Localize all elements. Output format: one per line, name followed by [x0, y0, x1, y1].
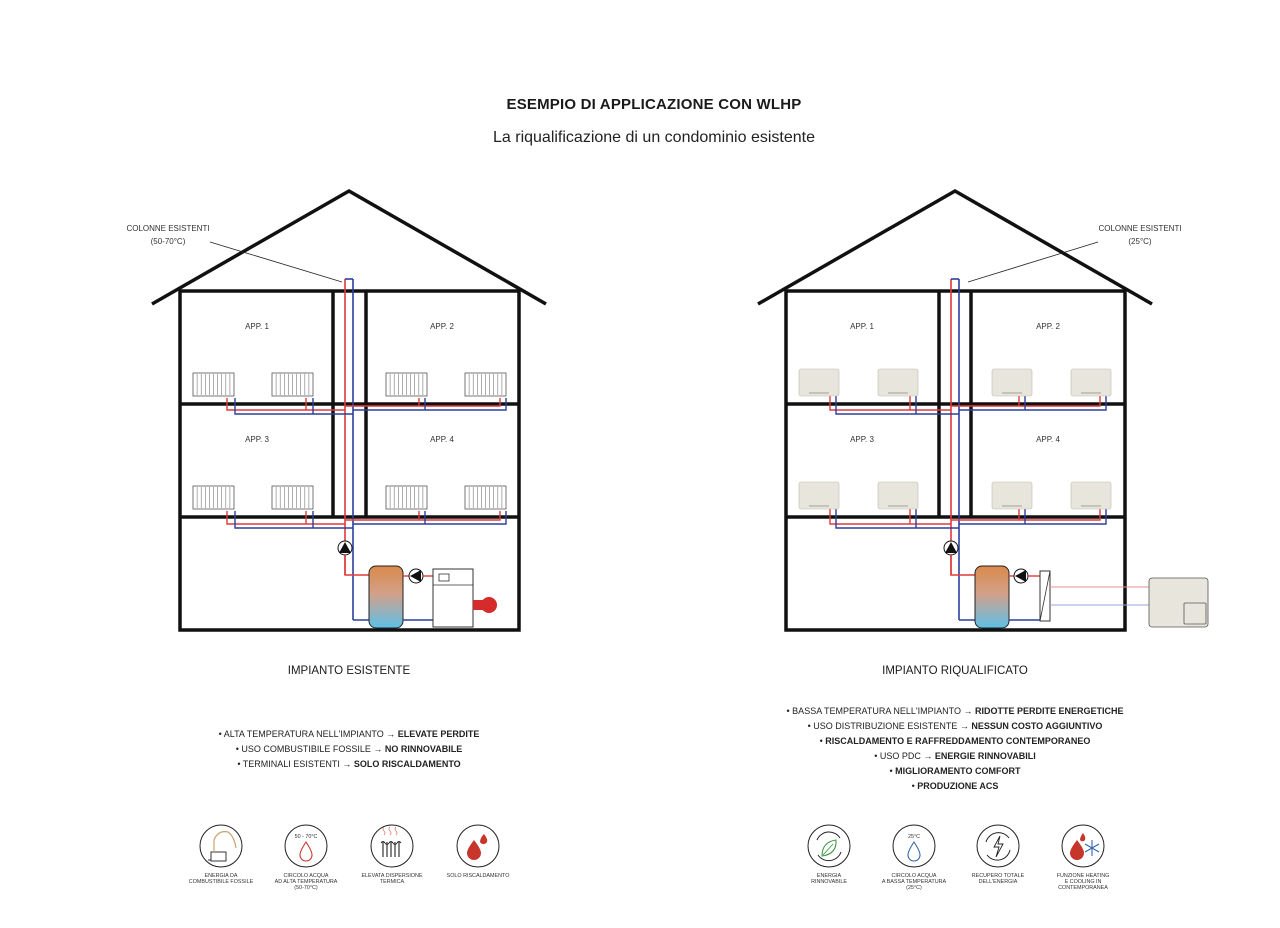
right-storage-tank [974, 565, 1010, 629]
left-bullet-list: • ALTA TEMPERATURA NELL'IMPIANTO → ELEVA… [219, 729, 480, 769]
left-roof [151, 188, 547, 306]
icon-label: ELEVATA DISPERSIONE [361, 873, 423, 879]
right-callout-line2: (25°C) [1128, 237, 1152, 246]
right-apartment-label: APP. 1 [850, 322, 874, 331]
radiator [271, 485, 314, 510]
bullet-item: • USO PDC → ENERGIE RINNOVABILI [874, 751, 1036, 761]
radiator [192, 485, 235, 510]
icon-label: E COOLING IN [1065, 879, 1102, 885]
fan-coil-unit [1070, 368, 1112, 397]
icon-label: DELL'ENERGIA [979, 879, 1018, 885]
fan-coil-unit [991, 481, 1033, 510]
cool-water-temp-label: 25°C [908, 834, 920, 840]
left-storage-tank [368, 565, 404, 629]
heating-cooling-icon [1061, 824, 1105, 868]
left-house: COLONNE ESISTENTI (50-70°C) APP. 1 APP. … [126, 188, 547, 632]
right-bullet-list: • BASSA TEMPERATURA NELL'IMPIANTO → RIDO… [787, 706, 1124, 791]
right-icon-row: 25°C [807, 824, 1105, 868]
left-boiler [432, 568, 474, 628]
radiator [464, 372, 507, 397]
left-callout-line2: (50-70°C) [151, 237, 186, 246]
fan-coil-unit [1070, 481, 1112, 510]
bullet-item: • BASSA TEMPERATURA NELL'IMPIANTO → RIDO… [787, 706, 1124, 716]
icon-label: CIRCOLO ACQUA [284, 873, 329, 879]
radiator [385, 485, 428, 510]
right-caption: IMPIANTO RIQUALIFICATO [882, 665, 1028, 677]
left-radiator [192, 372, 507, 510]
bullet-item: • TERMINALI ESISTENTI → SOLO RISCALDAMEN… [237, 759, 460, 769]
bullet-item: • PRODUZIONE ACS [912, 781, 999, 791]
bullet-item: • USO DISTRIBUZIONE ESISTENTE → NESSUN C… [808, 721, 1103, 731]
fan-coil-unit [877, 481, 919, 510]
bullet-item: • USO COMBUSTIBILE FOSSILE → NO RINNOVAB… [236, 744, 463, 754]
cool-water-drop-icon: 25°C [892, 824, 936, 868]
radiator [271, 372, 314, 397]
renewable-leaf-icon [807, 824, 851, 868]
icon-label: A BASSA TEMPERATURA [882, 879, 947, 885]
radiator [385, 372, 428, 397]
hot-water-temp-label: 50 - 70°C [295, 834, 318, 840]
right-callout-leader [967, 241, 1099, 283]
icon-label: FUNZIONE HEATING [1057, 873, 1110, 879]
left-apartment-label: APP. 1 [245, 322, 269, 331]
icon-label: AD ALTA TEMPERATURA [275, 879, 338, 885]
right-roof [757, 188, 1153, 306]
radiator-heat-icon [370, 824, 414, 868]
right-apartment-label: APP. 4 [1036, 435, 1060, 444]
left-caption: IMPIANTO ESISTENTE [288, 665, 411, 677]
right-apartment-label: APP. 3 [850, 435, 874, 444]
flame-drop-icon [456, 824, 500, 868]
icon-label: RINNOVABILE [811, 879, 847, 885]
icon-label: ENERGIA [817, 873, 842, 879]
icon-label: (25°C) [906, 885, 922, 891]
icon-label: RECUPERO TOTALE [972, 873, 1025, 879]
page-subtitle: La riqualificazione di un condominio esi… [493, 129, 815, 146]
left-icon-row: 50 - 70°C [199, 824, 500, 868]
icon-label: SOLO RISCALDAMENTO [447, 873, 510, 879]
bullet-item: • ALTA TEMPERATURA NELL'IMPIANTO → ELEVA… [219, 729, 480, 739]
page-title: ESEMPIO DI APPLICAZIONE CON WLHP [506, 96, 802, 113]
radiator [192, 372, 235, 397]
icon-label: (50-70°C) [294, 885, 318, 891]
bullet-item: • RISCALDAMENTO E RAFFREDDAMENTO CONTEMP… [820, 736, 1091, 746]
left-apartment-label: APP. 2 [430, 322, 454, 331]
hot-water-drop-icon: 50 - 70°C [284, 824, 328, 868]
icon-label: CONTEMPORANEA [1058, 885, 1108, 891]
left-burner [473, 600, 485, 610]
right-house: COLONNE ESISTENTI (25°C) APP. 1 APP. 2 A… [757, 188, 1209, 632]
icon-label: CIRCOLO ACQUA [892, 873, 937, 879]
right-apartment-label: APP. 2 [1036, 322, 1060, 331]
fan-coil-unit [991, 368, 1033, 397]
fan-coil-unit [798, 481, 840, 510]
right-callout-line1: COLONNE ESISTENTI [1098, 224, 1181, 233]
left-apartment-label: APP. 4 [430, 435, 454, 444]
fossil-fuel-icon [199, 824, 243, 868]
left-callout-line1: COLONNE ESISTENTI [126, 224, 209, 233]
fan-coil-unit [877, 368, 919, 397]
icon-label: TERMICA [380, 879, 405, 885]
left-apartment-label: APP. 3 [245, 435, 269, 444]
energy-recovery-icon [976, 824, 1020, 868]
icon-label: COMBUSTIBILE FOSSILE [189, 879, 254, 885]
left-callout-leader [209, 241, 343, 283]
right-building-outline [784, 289, 1127, 632]
fan-coil-unit [798, 368, 840, 397]
icon-label: ENERGIA DA [205, 873, 238, 879]
left-building-outline [178, 289, 521, 632]
bullet-item: • MIGLIORAMENTO COMFORT [890, 766, 1021, 776]
radiator [464, 485, 507, 510]
